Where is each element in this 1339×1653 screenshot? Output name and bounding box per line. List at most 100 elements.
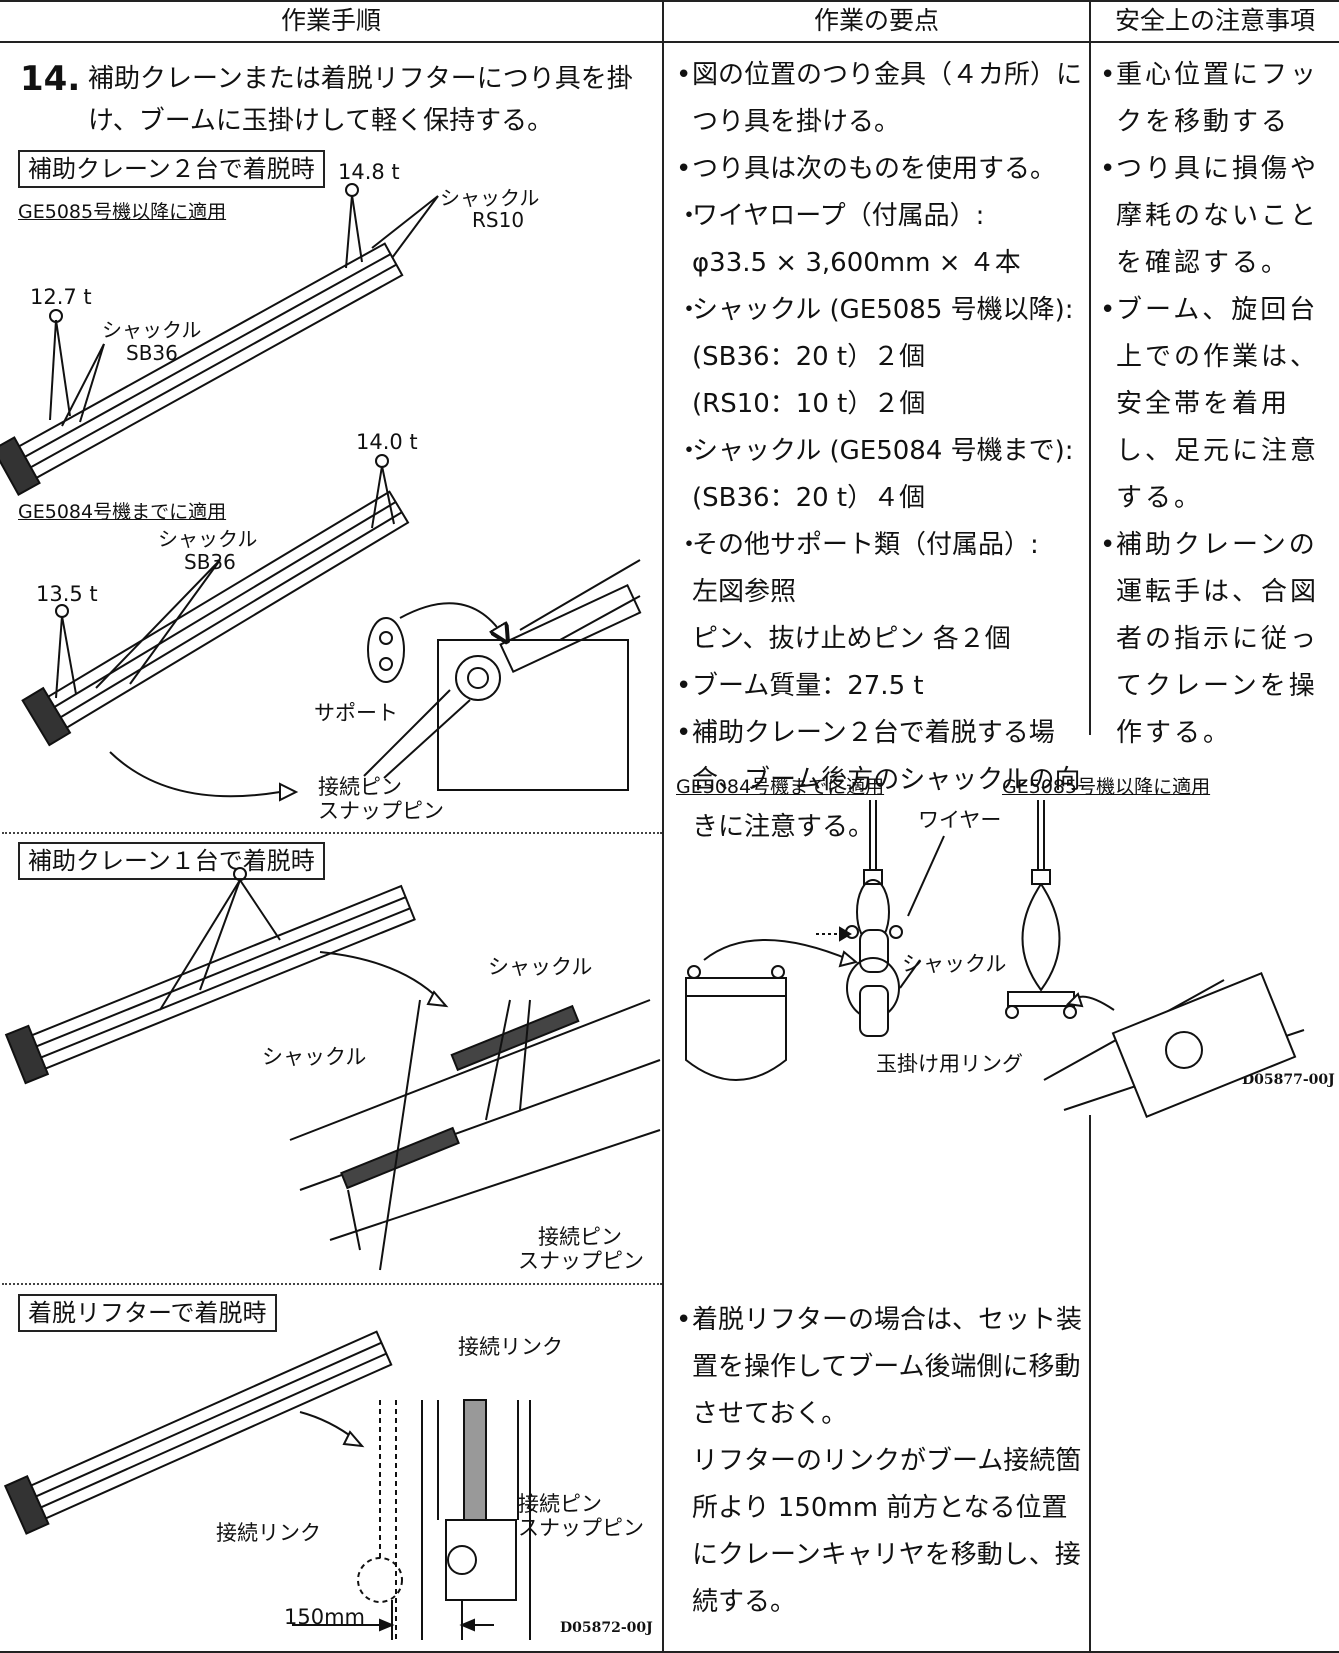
bullet-mark: • [676,718,692,748]
key-point-lower-text: 着脱リフターの場合は、セット装置を操作してブーム後端側に移動させておく。 [692,1305,1083,1429]
lifter-snap-pin-label: スナップピン [518,1516,644,1540]
fig-a-weight-front: 14.8 t [338,160,400,184]
section-title-lifter: 着脱リフターで着脱時 [18,1294,277,1332]
key-point-text: 図の位置のつり金具（４カ所）につり具を掛ける。 [692,60,1083,137]
fig-b-support-label: サポート [314,701,398,725]
bullet-mark: • [1100,154,1119,184]
key-point-lower: •着脱リフターの場合は、セット装置を操作してブーム後端側に移動させておく。 [676,1297,1100,1438]
bullet-mark: • [1100,295,1119,325]
section-divider-1 [2,832,662,834]
table-bottom-border [0,1651,1339,1653]
safety-item-2: •つり具に損傷や摩耗のないことを確認する。 [1100,146,1332,287]
safety-item-1: •重心位置にフックを移動する [1100,52,1332,146]
boom-fig-b [21,490,410,747]
one-crane-pin-label: 接続ピン [538,1225,622,1249]
fig-a-shackle-rear-code: SB36 [126,341,178,365]
fig-a-shackle-front-code: RS10 [472,208,525,232]
key-point-12: ピン、抜け止めピン 各２個 [676,616,1084,663]
key-point-14: •補助クレーン２台で着脱する場合、ブーム後方のシャックルの向きに注意する。 [676,710,1084,851]
header-procedure: 作業手順 [280,6,381,35]
key-point-text: 補助クレーン２台で着脱する場合、ブーム後方のシャックルの向きに注意する。 [692,718,1081,842]
key-point-text: シャックル (GE5085 号機以降): [692,295,1074,325]
section-divider-2 [2,1283,662,1285]
detail-note-right: GE5085号機以降に適用 [1002,776,1211,798]
header-safety: 安全上の注意事項 [1114,6,1315,35]
bullet-mark: ・ [676,295,703,325]
bullet-mark: ・ [676,201,703,231]
lifter-link-top: 接続リンク [458,1335,563,1359]
key-point-7: (RS10：10 t）２個 [676,381,1084,428]
key-point-text: (SB36：20 t）４個 [692,483,926,513]
step-number: 14. [20,59,81,99]
bullet-mark: • [1100,60,1119,90]
safety-text: ブーム、旋回台上での作業は、安全帯を着用し、足元に注意する。 [1116,295,1320,513]
fig-b-applicability: GE5084号機までに適用 [18,501,227,523]
header-bottom-border [0,41,1339,43]
lifter-figure-ref: D05872-00J [560,1620,653,1636]
bullet-mark: • [676,60,692,90]
key-point-text: つり具は次のものを使用する。 [692,154,1057,184]
key-point-lower-2: リフターのリンクがブーム接続箇所より 150mm 前方となる位置にクレーンキャリ… [692,1438,1084,1626]
key-point-text: φ33.5 × 3,600mm × ４本 [692,248,1021,278]
section-title-one-crane: 補助クレーン１台で着脱時 [18,842,325,880]
safety-list: •重心位置にフックを移動する •つり具に損傷や摩耗のないことを確認する。 •ブー… [1100,52,1332,757]
bullet-mark: • [676,154,692,184]
detail-wire-label: ワイヤー [918,808,1002,832]
section-title-two-cranes: 補助クレーン２台で着脱時 [18,150,325,188]
key-point-lower-2-text: リフターのリンクがブーム接続箇所より 150mm 前方となる位置にクレーンキャリ… [692,1446,1082,1617]
boom-one-crane [4,884,416,1085]
key-point-2: •つり具は次のものを使用する。 [676,146,1084,193]
fig-b-weight-front: 14.0 t [356,430,418,454]
lifter-pin-label: 接続ピン [518,1492,602,1516]
col-divider-2b [1089,1115,1091,1653]
fig-b-shackle: シャックル [158,527,258,551]
key-point-10: ・その他サポート類（付属品）: [676,522,1084,569]
support-plate [367,617,405,683]
bullet-mark: ・ [676,436,703,466]
safety-item-4: •補助クレーンの運転手は、合図者の指示に従ってクレーンを操作する。 [1100,522,1332,757]
key-point-9: (SB36：20 t）４個 [676,475,1084,522]
lifter-detail [292,1399,531,1640]
safety-text: 補助クレーンの運転手は、合図者の指示に従ってクレーンを操作する。 [1116,530,1320,748]
bullet-mark: • [1100,530,1119,560]
key-point-5: ・シャックル (GE5085 号機以降): [676,287,1084,334]
key-point-11: 左図参照 [676,569,1084,616]
key-point-text: ブーム質量：27.5 t [692,671,924,701]
fig-b-weight-rear: 13.5 t [36,582,98,606]
one-crane-detail [289,999,661,1271]
key-point-text: ピン、抜け止めピン 各２個 [692,624,1011,654]
key-point-8: ・シャックル (GE5084 号機まで): [676,428,1084,475]
key-points-list: •図の位置のつり金具（４カ所）につり具を掛ける。 •つり具は次のものを使用する。… [676,52,1084,851]
key-point-13: •ブーム質量：27.5 t [676,663,1084,710]
bullet-mark: ・ [676,530,703,560]
detail-shackle-label: シャックル [902,952,1007,976]
header-key-points: 作業の要点 [813,6,939,35]
detail-note-left: GE5084号機までに適用 [676,776,885,798]
key-point-text: (RS10：10 t）２個 [692,389,926,419]
col-divider-2a [1089,0,1091,735]
key-point-6: (SB36：20 t）２個 [676,334,1084,381]
step-line-1: 補助クレーンまたは着脱リフターにつり具を掛 [88,64,633,94]
fig-a-weight-rear: 12.7 t [30,285,92,309]
table-top-border [0,0,1339,2]
safety-text: 重心位置にフックを移動する [1116,60,1320,137]
key-point-4: φ33.5 × 3,600mm × ４本 [676,240,1084,287]
fig-a-shackle-front: シャックル [440,186,540,210]
detail-figure-ref: D05877-00J [1242,1072,1335,1088]
bullet-mark: • [676,671,692,701]
key-point-text: その他サポート類（付属品）: [692,530,1039,560]
one-crane-shackle-left: シャックル [262,1045,367,1069]
detail-ring-label: 玉掛け用リング [876,1052,1023,1076]
step-line-2: け、ブームに玉掛けして軽く保持する。 [88,106,554,136]
col-divider-1 [662,0,664,1653]
bullet-mark: • [676,1305,692,1335]
key-point-text: (SB36：20 t）２個 [692,342,926,372]
lifter-link-left: 接続リンク [216,1521,321,1545]
boom-fig-a [0,242,404,497]
key-point-3: ・ワイヤロープ（付属品）: [676,193,1084,240]
fig-a-shackle-rear: シャックル [102,318,202,342]
one-crane-shackle-top: シャックル [488,955,593,979]
boom-lifter [3,1330,393,1535]
fig-b-snap-pin-label: スナップピン [318,799,444,823]
one-crane-snap-pin-label: スナップピン [518,1249,644,1273]
